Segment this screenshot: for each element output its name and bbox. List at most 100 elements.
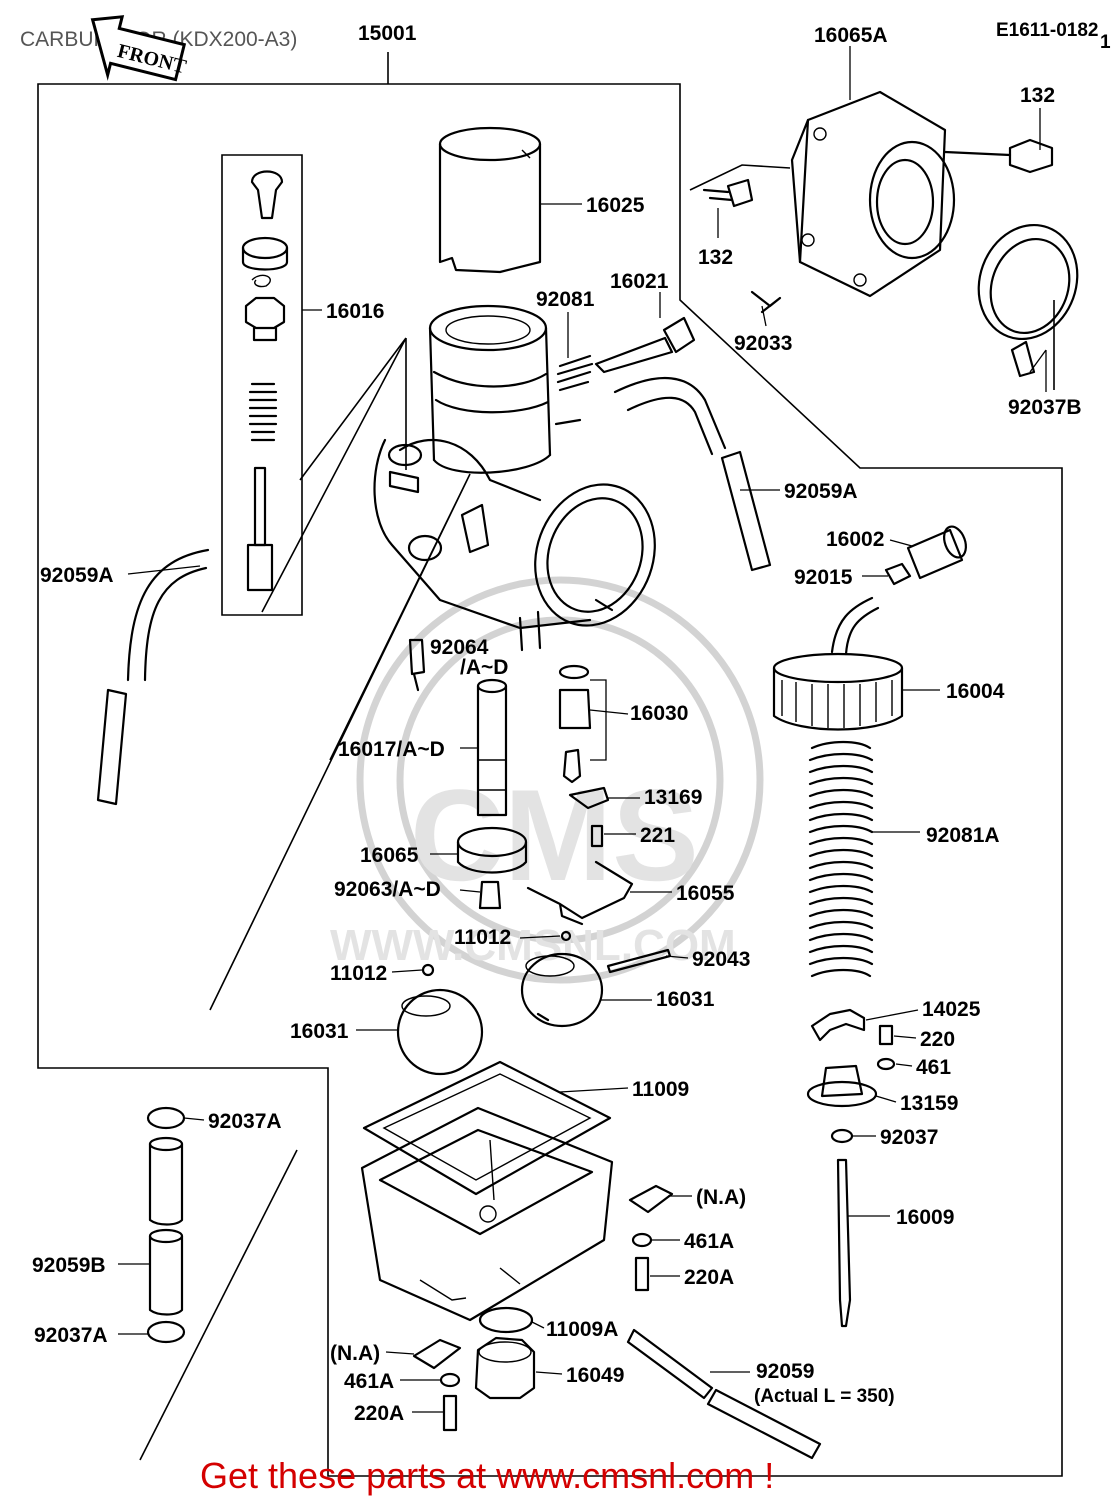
part-92037a-clip-bottom xyxy=(146,1320,186,1344)
label-461a-left: 461A xyxy=(344,1370,394,1393)
label-16030: 16030 xyxy=(630,702,688,725)
assembly-frame xyxy=(37,52,1063,1477)
label-14025: 14025 xyxy=(922,998,981,1021)
label-11009a: 11009A xyxy=(546,1318,618,1341)
watermark-url: WWW.CMSNL.COM xyxy=(330,921,736,970)
label-92059b: 92059B xyxy=(32,1254,106,1277)
label-92037a-top: 92037A xyxy=(208,1110,282,1133)
part-16004-top-cap xyxy=(772,596,904,731)
part-132-bolt-right xyxy=(943,138,1054,174)
part-16031-float-left xyxy=(396,988,484,1076)
label-16031-left: 16031 xyxy=(290,1020,349,1043)
part-92015-nut xyxy=(884,562,912,586)
part-221-screw xyxy=(590,824,604,848)
part-13159-cable-holder xyxy=(806,1064,878,1108)
part-16017-needle-jet xyxy=(476,678,508,817)
part-92037b-clamp xyxy=(977,223,1079,378)
part-11012-pin-b xyxy=(421,963,435,977)
label-16004: 16004 xyxy=(946,680,1005,703)
part-16049-plug xyxy=(474,1336,536,1400)
footer-link[interactable]: Get these parts at www.cmsnl.com ! xyxy=(200,1455,774,1496)
part-16016-needle-group xyxy=(241,170,289,592)
part-92059a-hose-right xyxy=(613,376,772,572)
part-92033-clip xyxy=(750,290,782,314)
part-16021-screw xyxy=(594,316,696,374)
label-16016: 16016 xyxy=(326,300,384,323)
label-221: 221 xyxy=(640,824,675,847)
label-92059: 92059 xyxy=(756,1360,814,1383)
part-132-bolt-left xyxy=(702,178,754,208)
part-11009-gasket xyxy=(362,1060,612,1196)
label-92037a-bottom: 92037A xyxy=(34,1324,108,1347)
label-220: 220 xyxy=(920,1028,955,1051)
part-16031-float-right xyxy=(520,952,604,1028)
label-13169: 13169 xyxy=(644,786,702,809)
part-11009a-gasket xyxy=(478,1306,534,1334)
part-15001-carburetor-body xyxy=(373,304,656,652)
label-220a-left: 220A xyxy=(354,1402,404,1425)
label-16055: 16055 xyxy=(676,882,735,905)
part-220-screw xyxy=(878,1024,894,1046)
front-arrow-icon: FRONT xyxy=(90,15,189,82)
label-92081: 92081 xyxy=(536,288,595,311)
label-461: 461 xyxy=(916,1056,951,1079)
label-92059-note: (Actual L = 350) xyxy=(754,1386,895,1407)
label-16021: 16021 xyxy=(610,270,669,293)
part-16025-slide xyxy=(438,126,542,274)
label-132-left: 132 xyxy=(698,246,733,269)
label-16049: 16049 xyxy=(566,1364,624,1387)
watermark: CMS WWW.CMSNL.COM xyxy=(330,576,764,984)
part-13169-plate xyxy=(568,786,610,810)
part-92059-hose-bottom xyxy=(626,1328,822,1460)
label-461a-right: 461A xyxy=(684,1230,734,1253)
label-11009: 11009 xyxy=(632,1078,689,1101)
label-16031-right: 16031 xyxy=(656,988,715,1011)
label-92063: 92063/A~D xyxy=(334,878,441,901)
label-na-left: (N.A) xyxy=(330,1342,380,1365)
part-16065a-flange xyxy=(790,90,956,298)
watermark-brand: CMS xyxy=(410,762,699,908)
part-220a-screw-right xyxy=(634,1256,650,1292)
diagram-code-suffix: 1 xyxy=(1100,32,1111,53)
part-92064-jet xyxy=(408,638,426,692)
part-na-plate-right xyxy=(628,1184,674,1214)
part-16030-float-valve xyxy=(558,664,607,784)
part-16055-float-arm xyxy=(526,860,634,926)
part-16002-cap xyxy=(906,525,967,580)
part-16009-needle xyxy=(836,1158,852,1328)
part-92059a-hose-left xyxy=(96,548,210,806)
part-92059b-tube xyxy=(148,1136,184,1316)
part-92081a-spring xyxy=(808,740,874,978)
part-92037-washer xyxy=(830,1128,854,1144)
part-92037a-clip-top xyxy=(146,1106,186,1130)
label-92081a: 92081A xyxy=(926,824,1000,847)
label-16065: 16065 xyxy=(360,844,419,867)
label-16009: 16009 xyxy=(896,1206,954,1229)
label-92015: 92015 xyxy=(794,566,853,589)
part-461a-washer-left xyxy=(439,1372,461,1388)
part-461a-washer-right xyxy=(631,1232,653,1248)
label-220a-right: 220A xyxy=(684,1266,734,1289)
label-92037b: 92037B xyxy=(1008,396,1082,419)
label-15001: 15001 xyxy=(358,22,417,45)
label-16017: 16017/A~D xyxy=(338,738,445,761)
label-92043: 92043 xyxy=(692,948,750,971)
label-16017-sub: /A~D xyxy=(460,656,508,679)
label-92059a-left: 92059A xyxy=(40,564,114,587)
label-92064: 92064 xyxy=(430,636,489,659)
part-labels: 15001 16065A 132 132 16025 16016 16021 9… xyxy=(32,22,1082,1425)
part-14025-bracket xyxy=(810,1008,866,1042)
label-11012-b: 11012 xyxy=(330,962,387,985)
part-92081-spring xyxy=(556,354,594,392)
part-float-bowl xyxy=(360,1106,614,1322)
label-13159: 13159 xyxy=(900,1092,958,1115)
label-11012-a: 11012 xyxy=(454,926,511,949)
label-na-right: (N.A) xyxy=(696,1186,746,1209)
label-92037: 92037 xyxy=(880,1126,938,1149)
part-220a-screw-left xyxy=(442,1394,458,1432)
part-16065-washer xyxy=(456,826,528,874)
label-92033: 92033 xyxy=(734,332,792,355)
label-16025: 16025 xyxy=(586,194,645,217)
part-92063-main-jet xyxy=(478,880,502,910)
